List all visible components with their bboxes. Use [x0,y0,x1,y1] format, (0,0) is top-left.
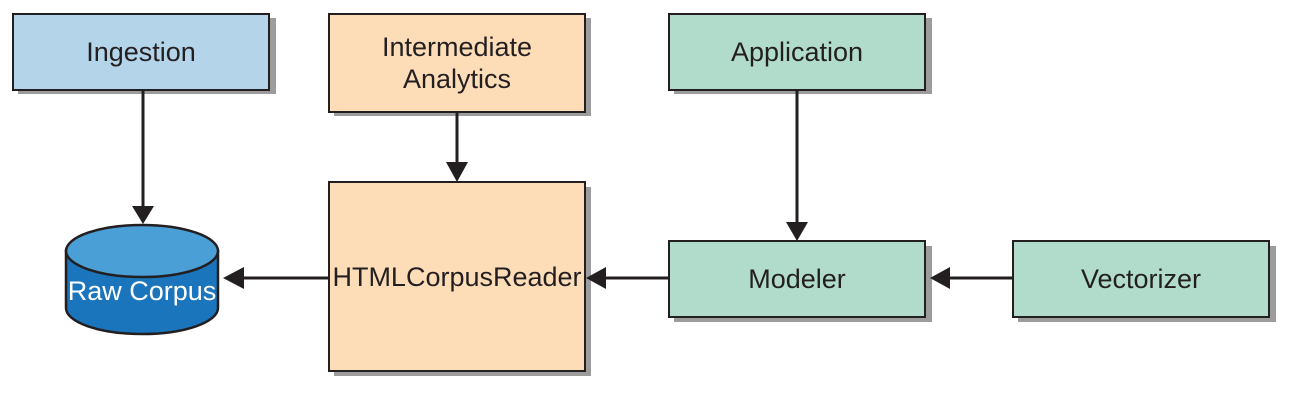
raw-corpus-cylinder [64,223,220,336]
vectorizer-box: Vectorizer [1012,240,1270,318]
html-corpus-reader-box: HTMLCorpusReader [328,181,586,372]
intermediate-analytics-box: Intermediate Analytics [328,13,586,113]
modeler-label: Modeler [748,264,846,294]
arrowhead-reader-top [446,162,468,182]
vectorizer-label: Vectorizer [1080,264,1202,294]
application-box: Application [668,13,926,91]
intermediate-analytics-label-line1: Intermediate [381,32,533,62]
application-label: Application [730,37,864,67]
html-corpus-reader-label: HTMLCorpusReader [332,261,582,292]
arrowhead-raw-corpus-top [132,206,154,224]
arrowhead-modeler-top [786,222,808,241]
cylinder-top [64,223,220,279]
ingestion-box: Ingestion [12,13,270,91]
modeler-box: Modeler [668,240,926,318]
ingestion-label: Ingestion [86,37,196,67]
arrowhead-modeler-right [930,267,950,289]
arrowhead-reader-right [586,267,606,289]
arrowhead-raw-corpus-right [223,267,244,289]
raw-corpus-label: Raw Corpus [67,276,217,306]
intermediate-analytics-label-line2: Analytics [402,64,512,94]
